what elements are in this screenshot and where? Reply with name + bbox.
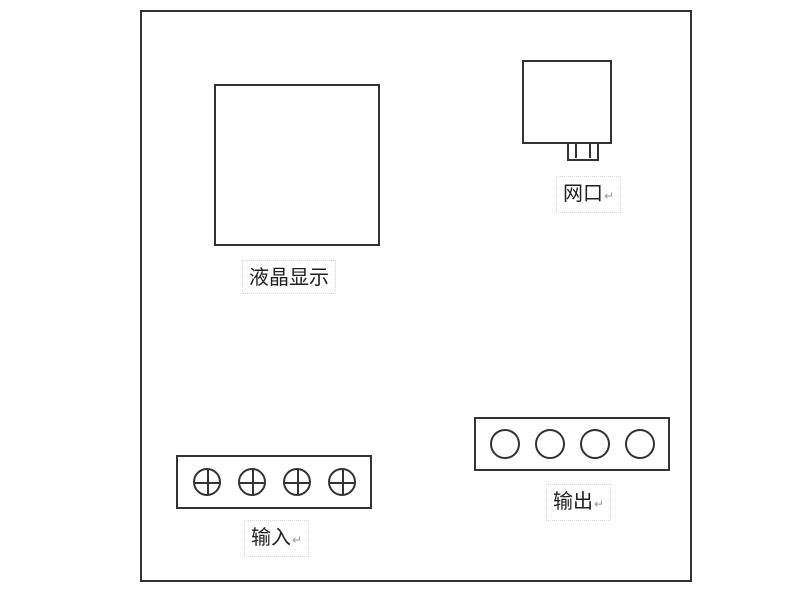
screw-terminal-icon (192, 468, 221, 496)
screw-terminal-icon (237, 468, 266, 496)
return-mark-icon: ↵ (604, 189, 615, 203)
output-label: 输出↵ (546, 484, 612, 521)
network-port-label: 网口↵ (556, 176, 622, 213)
lcd-label: 液晶显示 (242, 260, 336, 294)
lcd-screen (214, 84, 380, 246)
output-socket-icon (624, 429, 655, 459)
output-socket-icon (489, 429, 520, 459)
lcd-label-text: 液晶显示 (249, 265, 329, 289)
screw-terminal-icon (282, 468, 311, 496)
output-terminal-block (474, 417, 670, 471)
input-terminal-block (176, 455, 372, 509)
input-label-text: 输入 (251, 525, 291, 549)
screw-terminal-icon (327, 468, 356, 496)
network-port-body (522, 60, 612, 144)
output-socket-icon (579, 429, 610, 459)
network-port-tab (567, 143, 599, 161)
input-label: 输入↵ (244, 520, 310, 557)
return-mark-icon: ↵ (292, 533, 303, 547)
return-mark-icon: ↵ (594, 497, 605, 511)
device-panel (140, 10, 692, 582)
network-port-label-text: 网口 (563, 181, 603, 205)
output-label-text: 输出 (553, 489, 593, 513)
output-socket-icon (534, 429, 565, 459)
